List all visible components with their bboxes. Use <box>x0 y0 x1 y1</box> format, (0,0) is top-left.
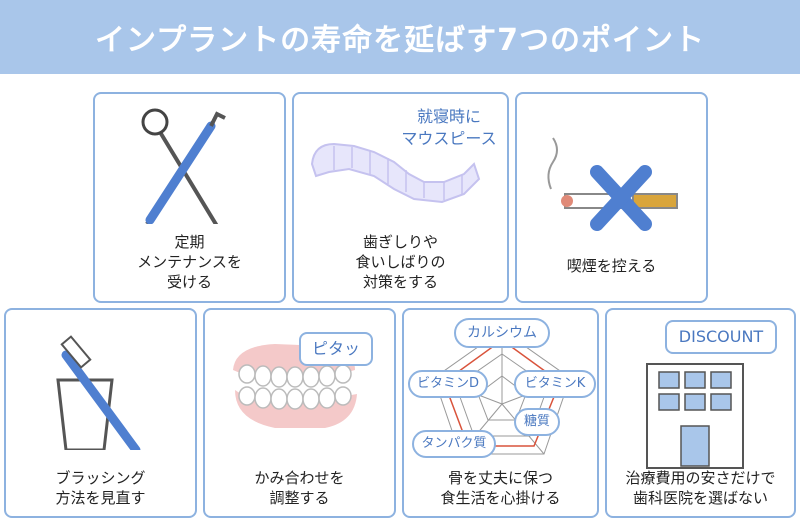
caption-line: ブラッシング <box>55 469 146 487</box>
nutrient-label: タンパク質 <box>412 430 496 458</box>
toothbrush-cup-icon <box>56 335 141 450</box>
dentures-icon <box>233 344 357 428</box>
caption-line: 食生活を心掛ける <box>440 489 561 507</box>
card-mouthpiece: 就寝時に マウスピース 歯ぎしりや 食いしばりの 対策をする <box>292 92 509 303</box>
caption-line: 定期 <box>174 233 205 251</box>
page-title: インプラントの寿命を延ばす7つのポイント <box>95 23 705 58</box>
card-no-smoking: 喫煙を控える <box>515 92 708 303</box>
caption-line: 歯ぎしりや <box>362 233 438 251</box>
nutrient-label: カルシウム <box>454 318 550 348</box>
card-brushing: ブラッシング 方法を見直す <box>4 308 197 518</box>
caption-line: 対策をする <box>362 273 438 291</box>
mouthpiece-label: マウスピース <box>401 129 497 148</box>
caption-line: 調整する <box>269 489 330 507</box>
nutrient-label: ビタミンD <box>408 370 488 398</box>
caption-line: 歯科医院を選ばない <box>632 489 768 507</box>
card-bite-adjustment: ピタッ かみ合わせを 調整する <box>203 308 396 518</box>
caption-line: 骨を丈夫に保つ <box>447 469 553 487</box>
caption-line: 受ける <box>166 273 212 291</box>
caption-line: 食いしばりの <box>355 253 446 271</box>
clinic-building-icon <box>646 363 744 469</box>
nutrient-label: ビタミンK <box>514 370 596 398</box>
nutrient-label: 糖質 <box>514 408 560 436</box>
card-nutrition: カルシウム ビタミンD ビタミンK 糖質 タンパク質 骨を丈夫に保つ 食生活を心… <box>402 308 599 518</box>
card-clinic-choice: DISCOUNT 治療費用の安さだけで 歯科医院を選ばない <box>605 308 796 518</box>
speech-bubble-text: ピタッ <box>311 339 360 358</box>
mouthpiece-label: 就寝時に <box>416 107 481 126</box>
mouthpiece-icon <box>310 142 481 204</box>
caption-line: 治療費用の安さだけで <box>625 469 776 487</box>
caption-line: 喫煙を控える <box>566 257 657 275</box>
no-smoking-icon <box>547 137 678 231</box>
caption-line: かみ合わせを <box>254 469 345 487</box>
discount-bubble-text: DISCOUNT <box>678 327 764 346</box>
caption-line: 方法を見直す <box>55 489 146 507</box>
title-banner: インプラントの寿命を延ばす7つのポイント <box>0 0 800 74</box>
caption-line: メンテナンスを <box>137 253 242 271</box>
card-regular-maintenance: 定期 メンテナンスを 受ける <box>93 92 286 303</box>
dental-mirror-and-scaler-icon <box>141 108 226 224</box>
